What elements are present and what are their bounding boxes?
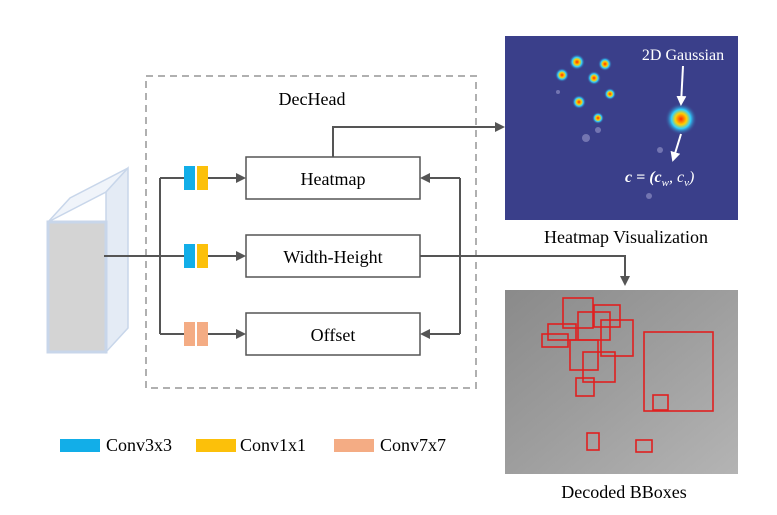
bbox xyxy=(541,333,569,348)
conv-block-offset xyxy=(184,322,208,346)
conv3x3-block xyxy=(184,244,195,268)
legend-swatch-conv3x3 xyxy=(60,439,100,452)
center-annotation: c = (cw, cv) xyxy=(625,169,694,189)
legend-label-conv3x3: Conv3x3 xyxy=(106,435,172,455)
conv-block-heatmap xyxy=(184,166,208,190)
wh-to-bboxes-arrow xyxy=(420,255,630,286)
bbox xyxy=(652,394,669,411)
offset-head-label: Offset xyxy=(311,325,356,345)
dechead-title: DecHead xyxy=(279,89,346,109)
conv7x7-block xyxy=(184,322,195,346)
conv1x1-block xyxy=(197,244,208,268)
legend-label-conv7x7: Conv7x7 xyxy=(380,435,446,455)
decoded-bboxes-image xyxy=(505,290,738,474)
legend-swatch-conv7x7 xyxy=(334,439,374,452)
heatmap-viz-caption: Heatmap Visualization xyxy=(544,227,708,247)
dechead-container xyxy=(145,75,477,389)
legend-label-conv1x1: Conv1x1 xyxy=(240,435,306,455)
input-feature-map xyxy=(46,166,129,354)
bbox xyxy=(586,432,600,451)
heatmap-head-label: Heatmap xyxy=(301,169,366,189)
legend-swatch-conv1x1 xyxy=(196,439,236,452)
bbox xyxy=(593,304,621,328)
conv-block-width-height xyxy=(184,244,208,268)
decoded-bboxes-caption: Decoded BBoxes xyxy=(561,482,686,502)
heatmap-to-viz-arrow xyxy=(332,122,505,157)
bbox xyxy=(635,439,653,453)
heatmap-visualization: 2D Gaussian c = (cw, cv) xyxy=(505,36,738,220)
offset-head-box xyxy=(245,312,421,356)
bbox xyxy=(547,323,577,341)
conv3x3-block xyxy=(184,166,195,190)
width-height-head-label: Width-Height xyxy=(283,247,382,267)
conv7x7-block xyxy=(197,322,208,346)
legend: Conv3x3 Conv1x1 Conv7x7 xyxy=(60,435,446,455)
bbox xyxy=(600,319,634,357)
bbox xyxy=(643,331,714,412)
width-height-head-box xyxy=(245,234,421,278)
gaussian-annotation: 2D Gaussian xyxy=(642,47,724,64)
bbox xyxy=(575,377,595,397)
bbox xyxy=(582,351,616,383)
bbox xyxy=(569,339,599,371)
conv1x1-block xyxy=(197,166,208,190)
